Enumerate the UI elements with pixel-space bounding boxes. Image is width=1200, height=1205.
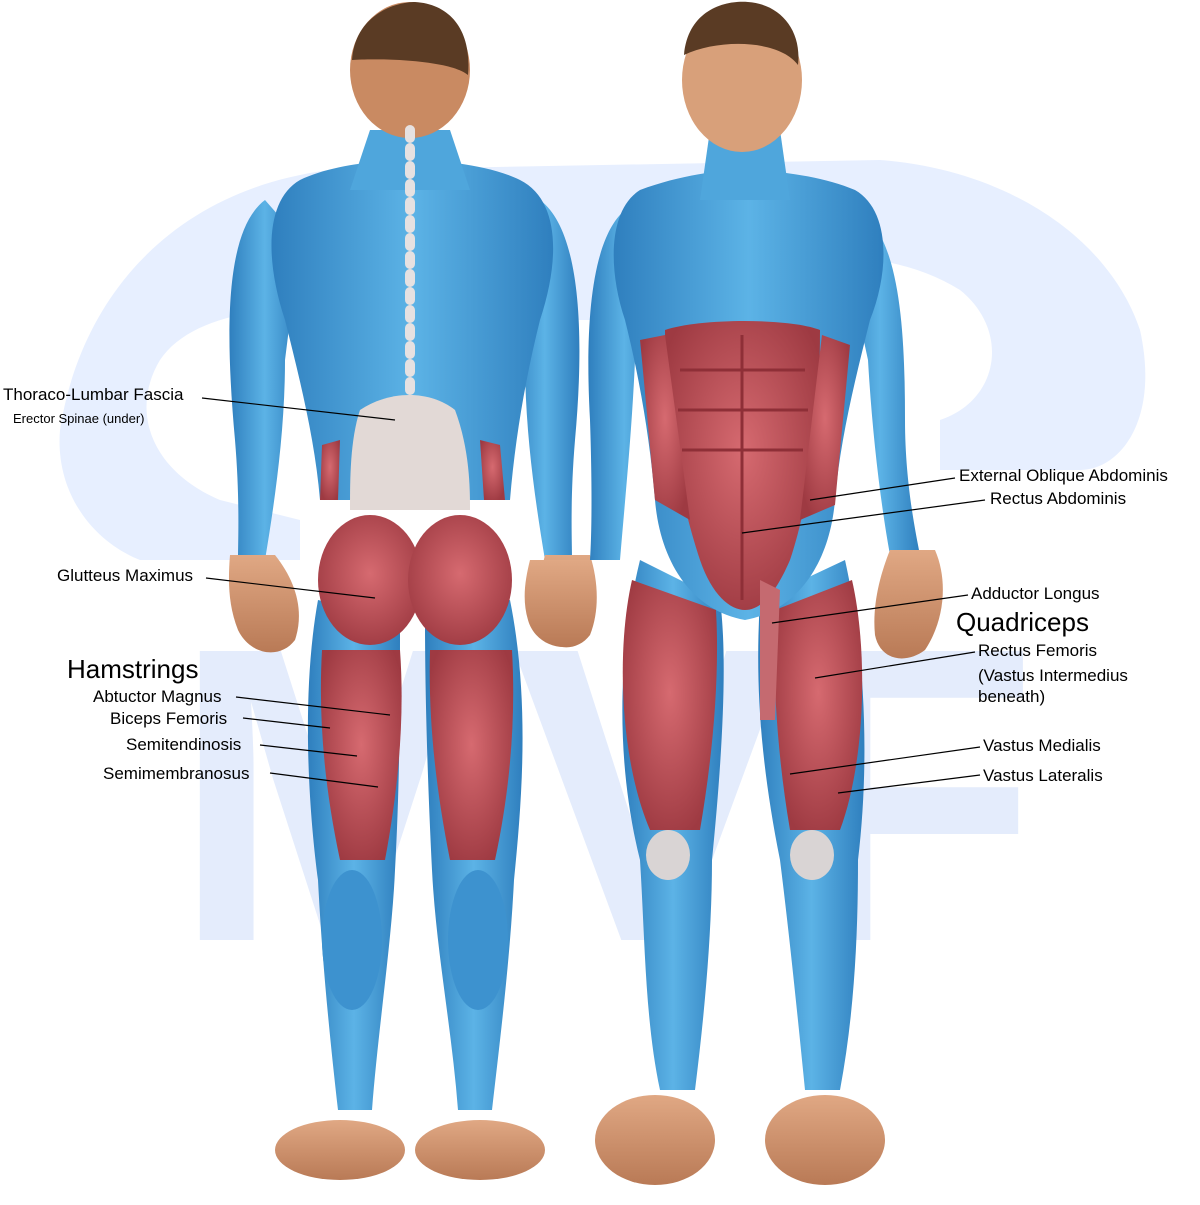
front-left-foot bbox=[595, 1095, 715, 1185]
leader-biceps-femoris bbox=[242, 717, 331, 729]
label-vastus-lateralis: Vastus Lateralis bbox=[983, 766, 1103, 785]
front-left-knee bbox=[646, 830, 690, 880]
leader-semitendinosis bbox=[259, 744, 358, 757]
leader-vastus-lateralis bbox=[837, 774, 981, 794]
back-thoraco-lumbar-fascia bbox=[350, 395, 470, 510]
label-thoraco-lumbar-fascia: Thoraco-Lumbar Fascia bbox=[3, 385, 184, 404]
label-abtuctor-magnus: Abtuctor Magnus bbox=[93, 687, 222, 706]
back-right-hamstring bbox=[429, 650, 514, 860]
leader-rectus-abdominis bbox=[741, 499, 986, 534]
back-right-oblique bbox=[480, 440, 505, 500]
leader-adductor-longus bbox=[771, 594, 969, 624]
leader-semimembranosus bbox=[269, 772, 379, 788]
label-hamstrings-heading: Hamstrings bbox=[67, 654, 199, 684]
label-erector-spinae: Erector Spinae (under) bbox=[13, 411, 145, 426]
front-view-figure bbox=[524, 1, 943, 1185]
back-view-figure bbox=[228, 2, 597, 1180]
label-biceps-femoris: Biceps Femoris bbox=[110, 709, 228, 728]
back-right-glute bbox=[408, 515, 512, 645]
front-left-quadriceps bbox=[622, 580, 718, 830]
front-hair bbox=[684, 1, 799, 65]
label-rectus-abdominis: Rectus Abdominis bbox=[990, 489, 1127, 508]
leader-thoraco-lumbar bbox=[201, 397, 396, 421]
front-right-quadriceps bbox=[774, 580, 863, 830]
label-semimembranosus: Semimembranosus bbox=[103, 764, 250, 783]
label-glutteus-maximus: Glutteus Maximus bbox=[57, 566, 194, 585]
leader-lines bbox=[201, 397, 986, 794]
label-adductor-longus: Adductor Longus bbox=[971, 584, 1100, 603]
leader-external-oblique bbox=[809, 477, 956, 501]
leader-abtuctor-magnus bbox=[235, 696, 391, 716]
front-right-knee bbox=[790, 830, 834, 880]
back-right-calf bbox=[448, 870, 508, 1010]
back-left-hamstring bbox=[320, 650, 402, 860]
back-right-foot bbox=[415, 1120, 545, 1180]
label-vastus-intermedius: (Vastus Intermedius beneath) bbox=[978, 666, 1128, 707]
leader-glutteus-maximus bbox=[205, 577, 376, 599]
back-left-glute bbox=[318, 515, 422, 645]
back-left-calf bbox=[322, 870, 382, 1010]
front-ab-segments bbox=[678, 335, 808, 600]
back-left-hand bbox=[228, 555, 299, 653]
front-left-external-oblique bbox=[640, 335, 690, 520]
label-quadriceps-heading: Quadriceps bbox=[956, 607, 1089, 637]
label-vastus-medialis: Vastus Medialis bbox=[983, 736, 1101, 755]
front-right-external-oblique bbox=[800, 335, 850, 520]
back-left-oblique bbox=[320, 440, 340, 500]
label-rectus-femoris: Rectus Femoris bbox=[978, 641, 1098, 660]
back-hair bbox=[352, 2, 469, 75]
label-external-oblique-abdominis: External Oblique Abdominis bbox=[959, 466, 1168, 485]
front-right-foot bbox=[765, 1095, 885, 1185]
label-semitendinosis: Semitendinosis bbox=[126, 735, 242, 754]
leader-rectus-femoris bbox=[814, 651, 976, 679]
front-adductor-longus bbox=[760, 580, 780, 720]
leader-vastus-medialis bbox=[789, 746, 981, 775]
front-left-hand bbox=[524, 560, 597, 648]
back-left-foot bbox=[275, 1120, 405, 1180]
front-right-hand bbox=[874, 550, 943, 659]
